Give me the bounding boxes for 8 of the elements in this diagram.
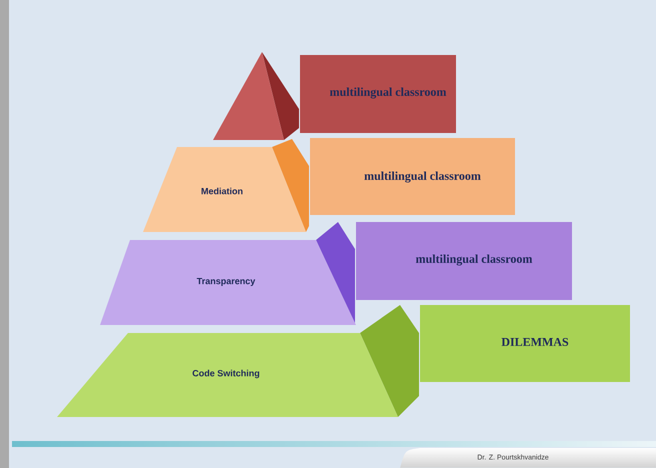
text-box: multilingual classroom	[300, 55, 456, 133]
pyramid-tier: Transparency	[100, 222, 356, 325]
text-box: multilingual classroom	[356, 222, 572, 300]
pyramid-tier: Mediation	[143, 139, 309, 232]
text-box: multilingual classroom	[310, 138, 515, 215]
text-box: DILEMMAS	[420, 305, 630, 382]
pyramid-tier	[213, 52, 299, 140]
pyramid-tier: Code Switching	[57, 305, 419, 417]
